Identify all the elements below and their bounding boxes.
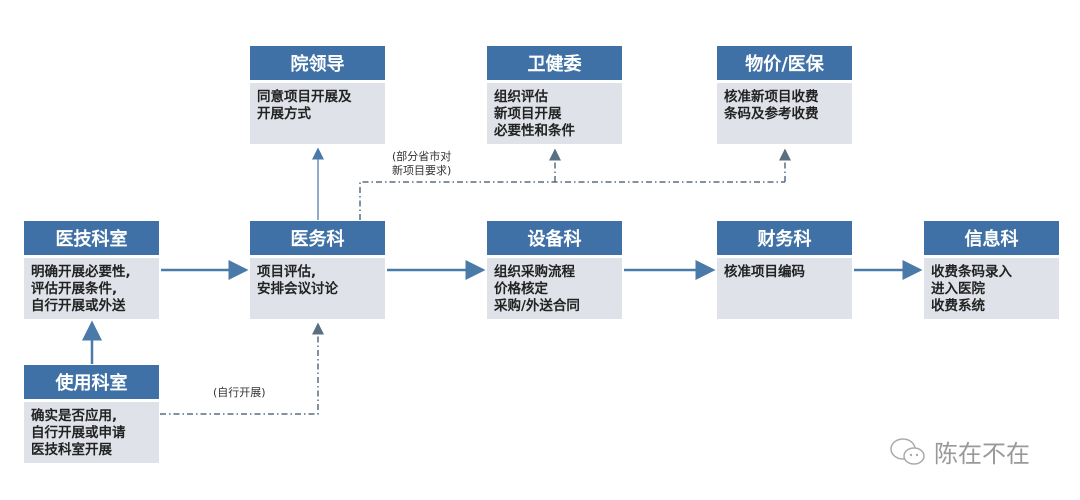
node-info-dept: 信息科 收费条码录入 进入医院 收费系统 xyxy=(924,221,1059,319)
node-title: 院领导 xyxy=(250,46,385,80)
dashed-medical-to-regulators xyxy=(359,181,785,220)
node-title: 信息科 xyxy=(924,221,1059,255)
node-desc: 组织评估 新项目开展 必要性和条件 xyxy=(487,83,622,144)
node-desc: 确实是否应用, 自行开展或申请 医技科室开展 xyxy=(24,402,159,463)
node-finance-dept: 财务科 核准项目编码 xyxy=(717,221,852,319)
node-desc: 明确开展必要性, 评估开展条件, 自行开展或外送 xyxy=(24,258,159,319)
node-desc: 核准项目编码 xyxy=(717,258,852,319)
node-title: 卫健委 xyxy=(487,46,622,80)
node-health-commission: 卫健委 组织评估 新项目开展 必要性和条件 xyxy=(487,46,622,144)
node-desc: 收费条码录入 进入医院 收费系统 xyxy=(924,258,1059,319)
node-title: 财务科 xyxy=(717,221,852,255)
wechat-icon xyxy=(890,437,925,465)
label-self-conduct: (自行开展) xyxy=(213,386,266,399)
node-equipment-dept: 设备科 组织采购流程 价格核定 采购/外送合同 xyxy=(487,221,622,319)
watermark: 陈在不在 xyxy=(888,434,1030,469)
label-provincial-requirement: (部分省市对 新项目要求) xyxy=(392,150,452,177)
node-desc: 项目评估, 安排会议讨论 xyxy=(250,258,385,319)
node-desc: 组织采购流程 价格核定 采购/外送合同 xyxy=(487,258,622,319)
node-title: 医技科室 xyxy=(24,221,159,255)
node-desc: 核准新项目收费 条码及参考收费 xyxy=(717,83,852,144)
watermark-text: 陈在不在 xyxy=(934,440,1030,468)
dashed-user-to-medical xyxy=(160,322,324,415)
node-title: 医务科 xyxy=(250,221,385,255)
node-medical-affairs: 医务科 项目评估, 安排会议讨论 xyxy=(250,221,385,319)
node-medtech-dept: 医技科室 明确开展必要性, 评估开展条件, 自行开展或外送 xyxy=(24,221,159,319)
node-title: 物价/医保 xyxy=(717,46,852,80)
node-leadership: 院领导 同意项目开展及 开展方式 xyxy=(250,46,385,144)
node-title: 设备科 xyxy=(487,221,622,255)
node-user-dept: 使用科室 确实是否应用, 自行开展或申请 医技科室开展 xyxy=(24,365,159,463)
node-title: 使用科室 xyxy=(24,365,159,399)
node-desc: 同意项目开展及 开展方式 xyxy=(250,83,385,144)
node-pricing-insurance: 物价/医保 核准新项目收费 条码及参考收费 xyxy=(717,46,852,144)
